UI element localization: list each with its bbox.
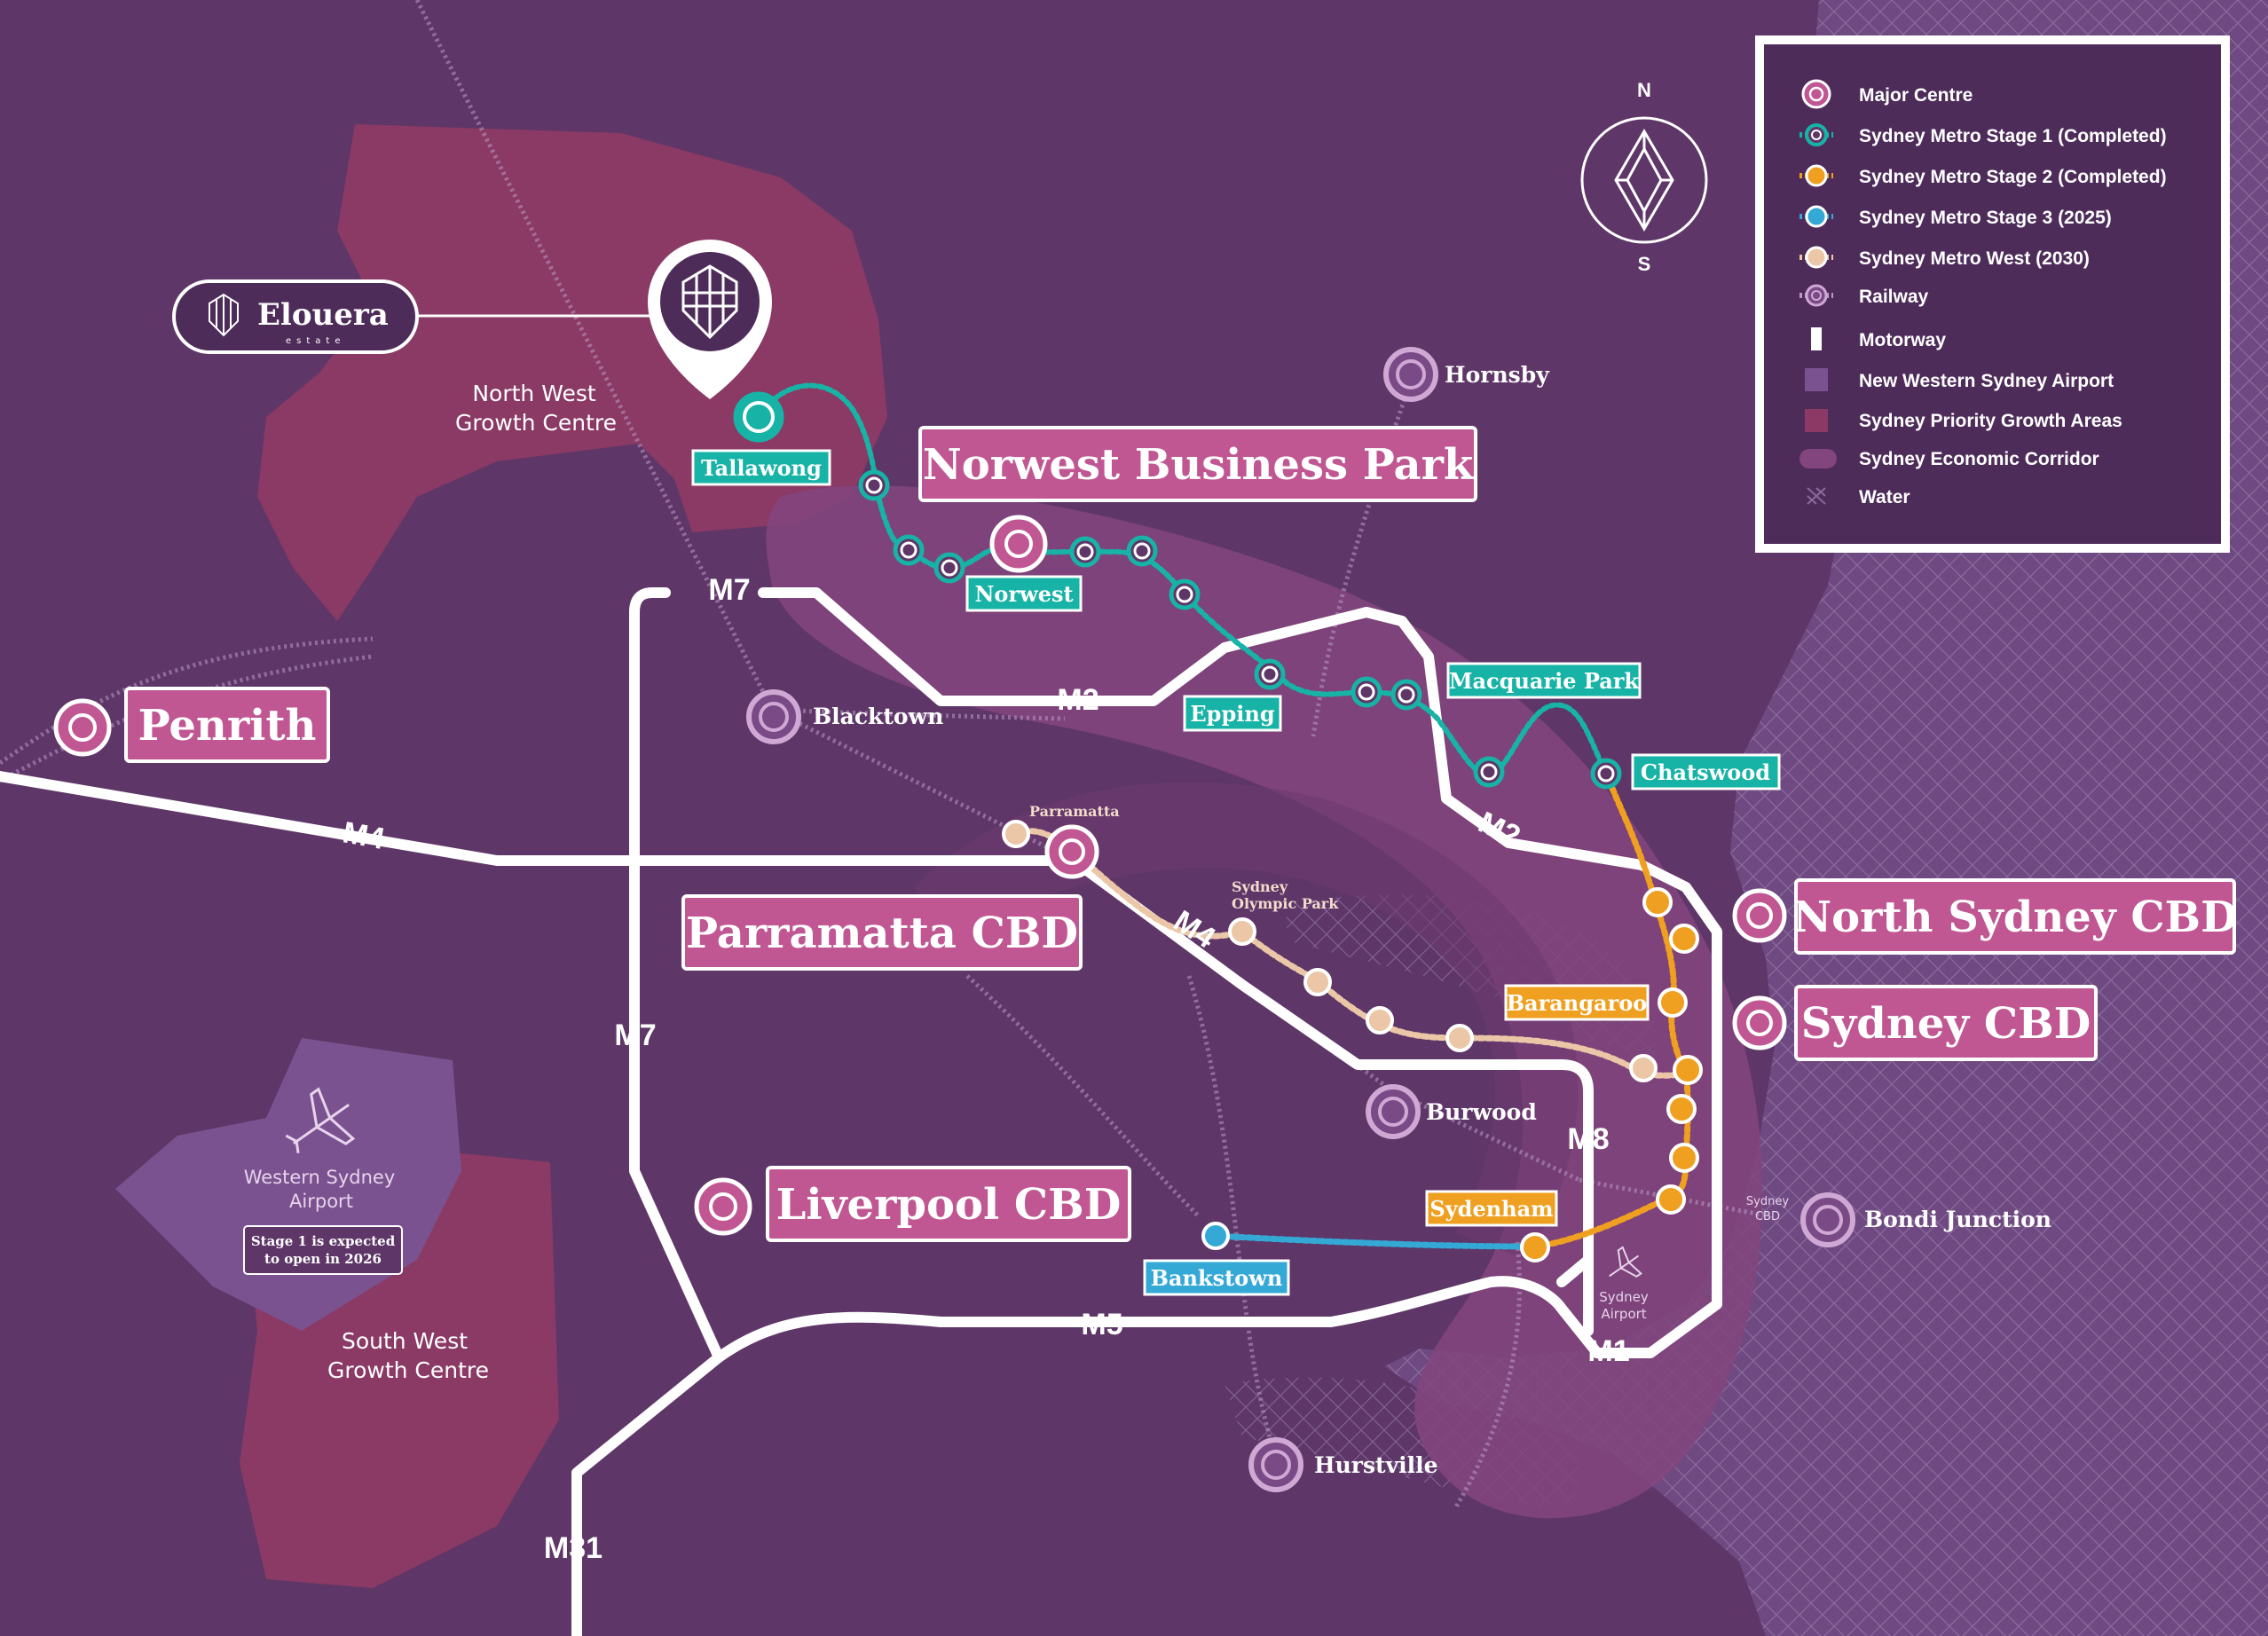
- railway-icon: [1799, 284, 1833, 307]
- metro-station-labels[interactable]: Tallawong Norwest Epping Macquarie Park …: [691, 449, 1781, 1296]
- motorways: [0, 587, 1722, 1636]
- place-hurstville: Hurstville: [1314, 1452, 1438, 1478]
- metro-stage2-icon: [1799, 164, 1833, 187]
- m5-motorway: [713, 1276, 1603, 1363]
- sydney-airport-label-2: Airport: [1601, 1306, 1646, 1322]
- station-barangaroo: Barangaroo: [1507, 990, 1647, 1016]
- m5-label: M5: [1081, 1308, 1122, 1341]
- plane-icon: [285, 1087, 356, 1153]
- major-label-north-sydney: North Sydney CBD: [1792, 893, 2238, 942]
- metro-stage1-icon: [1799, 123, 1833, 146]
- airport-label-1: Western Sydney: [244, 1167, 396, 1188]
- corridor-inner: [914, 782, 1579, 1260]
- metro-stage3-icon: [1799, 205, 1833, 228]
- metro-stage3-line: [1212, 1232, 1539, 1250]
- major-label-sydney: Sydney CBD: [1801, 999, 2091, 1049]
- major-centre-labels[interactable]: Penrith Norwest Business Park Parramatta…: [124, 426, 2238, 1242]
- major-label-parramatta: Parramatta CBD: [686, 908, 1078, 958]
- airport-label-2: Airport: [289, 1191, 353, 1212]
- legend-label-1: Sydney Metro Stage 1 (Completed): [1859, 126, 2167, 146]
- station-epping: Epping: [1190, 701, 1274, 727]
- sydney-airport-group: Sydney Airport Sydney CBD: [1599, 1195, 1789, 1322]
- north-west-label-1: North West: [472, 381, 596, 406]
- sydney-airport-label-1: Sydney: [1599, 1289, 1649, 1305]
- station-norwest: Norwest: [974, 581, 1073, 607]
- m8-label: M8: [1567, 1122, 1609, 1156]
- small-plane-icon: [1609, 1246, 1642, 1278]
- m7-motorway: [571, 587, 724, 1636]
- metro-station-nodes: [733, 391, 1703, 1262]
- compass-south: S: [1638, 253, 1651, 275]
- station-chatswood: Chatswood: [1641, 759, 1770, 785]
- sydney-cbd-small-1: Sydney: [1746, 1195, 1789, 1208]
- legend-label-10: Water: [1859, 487, 1910, 507]
- place-bondi: Bondi Junction: [1864, 1207, 2051, 1232]
- railway-station-markers: [746, 347, 1855, 1492]
- legend-label-8: Sydney Priority Growth Areas: [1859, 411, 2122, 431]
- compass-north: N: [1637, 79, 1651, 101]
- legend-label-3: Sydney Metro Stage 3 (2025): [1859, 208, 2112, 228]
- legend-label-9: Sydney Economic Corridor: [1859, 449, 2099, 469]
- corridor-icon: [1799, 449, 1837, 468]
- legend-label-2: Sydney Metro Stage 2 (Completed): [1859, 167, 2167, 187]
- north-west-label-2: Growth Centre: [455, 410, 617, 436]
- major-label-liverpool: Liverpool CBD: [776, 1180, 1122, 1230]
- place-olympic-1: Sydney: [1232, 878, 1288, 895]
- station-tallawong: Tallawong: [701, 455, 822, 481]
- brand-sub: estate: [286, 336, 345, 346]
- legend-label-5: Railway: [1859, 287, 1929, 307]
- metro-west-icon: [1799, 246, 1833, 269]
- legend-icons: [1799, 79, 1837, 505]
- m7-left-label: M7: [614, 1019, 656, 1052]
- sydney-cbd-small-2: CBD: [1755, 1210, 1780, 1223]
- m1-label: M1: [1587, 1334, 1629, 1368]
- place-blacktown: Blacktown: [813, 704, 943, 729]
- place-parramatta-small: Parramatta: [1029, 803, 1120, 820]
- station-sydenham: Sydenham: [1429, 1196, 1553, 1222]
- place-olympic-2: Olympic Park: [1232, 895, 1339, 912]
- place-hornsby: Hornsby: [1445, 362, 1550, 388]
- m8-motorway: [1556, 1237, 1594, 1287]
- airport-area-icon: [1805, 368, 1828, 391]
- airport-note-1: Stage 1 is expected: [251, 1233, 396, 1249]
- m4-label-a: M4: [340, 815, 387, 856]
- south-west-label-2: Growth Centre: [327, 1357, 489, 1383]
- motorway-labels: M7 M7 M2 M2 M4 M4 M8 M5 M1 M31: [340, 573, 1629, 1565]
- legend-label-0: Major Centre: [1859, 85, 1973, 106]
- compass-diamond-icon: [1614, 129, 1674, 232]
- airport-note-2: to open in 2026: [264, 1251, 382, 1267]
- legend-label-7: New Western Sydney Airport: [1859, 371, 2114, 391]
- legend-panel: Major Centre Sydney Metro Stage 1 (Compl…: [1755, 35, 2230, 553]
- brand-logo-icon: [209, 293, 239, 337]
- major-centre-icon: [1801, 79, 1831, 109]
- m31-label: M31: [544, 1531, 602, 1565]
- elouera-pin-icon: [648, 240, 772, 399]
- brand-name: Elouera: [257, 297, 389, 333]
- elouera-brand-badge[interactable]: Elouera estate: [172, 279, 419, 354]
- compass: N S: [1580, 79, 1708, 275]
- major-centre-markers: [53, 515, 1787, 1236]
- major-label-penrith: Penrith: [138, 701, 317, 751]
- station-bankstown: Bankstown: [1151, 1265, 1283, 1291]
- place-burwood: Burwood: [1426, 1099, 1537, 1125]
- m4-motorway: [0, 771, 1594, 1336]
- legend-labels: Major Centre Sydney Metro Stage 1 (Compl…: [1859, 85, 2167, 507]
- station-macquarie: Macquarie Park: [1449, 668, 1640, 694]
- m2-label-a: M2: [1057, 683, 1099, 717]
- south-west-label-1: South West: [342, 1328, 468, 1354]
- western-sydney-airport-group: Western Sydney Airport Stage 1 is expect…: [243, 1087, 403, 1275]
- m7-top-label: M7: [708, 573, 750, 607]
- growth-area-icon: [1805, 409, 1828, 432]
- major-label-norwest: Norwest Business Park: [923, 440, 1475, 490]
- motorway-icon: [1811, 327, 1822, 350]
- legend-label-6: Motorway: [1859, 330, 1946, 350]
- m2-motorway: [758, 587, 1722, 1358]
- legend-label-4: Sydney Metro West (2030): [1859, 248, 2090, 269]
- water-icon: [1807, 487, 1826, 505]
